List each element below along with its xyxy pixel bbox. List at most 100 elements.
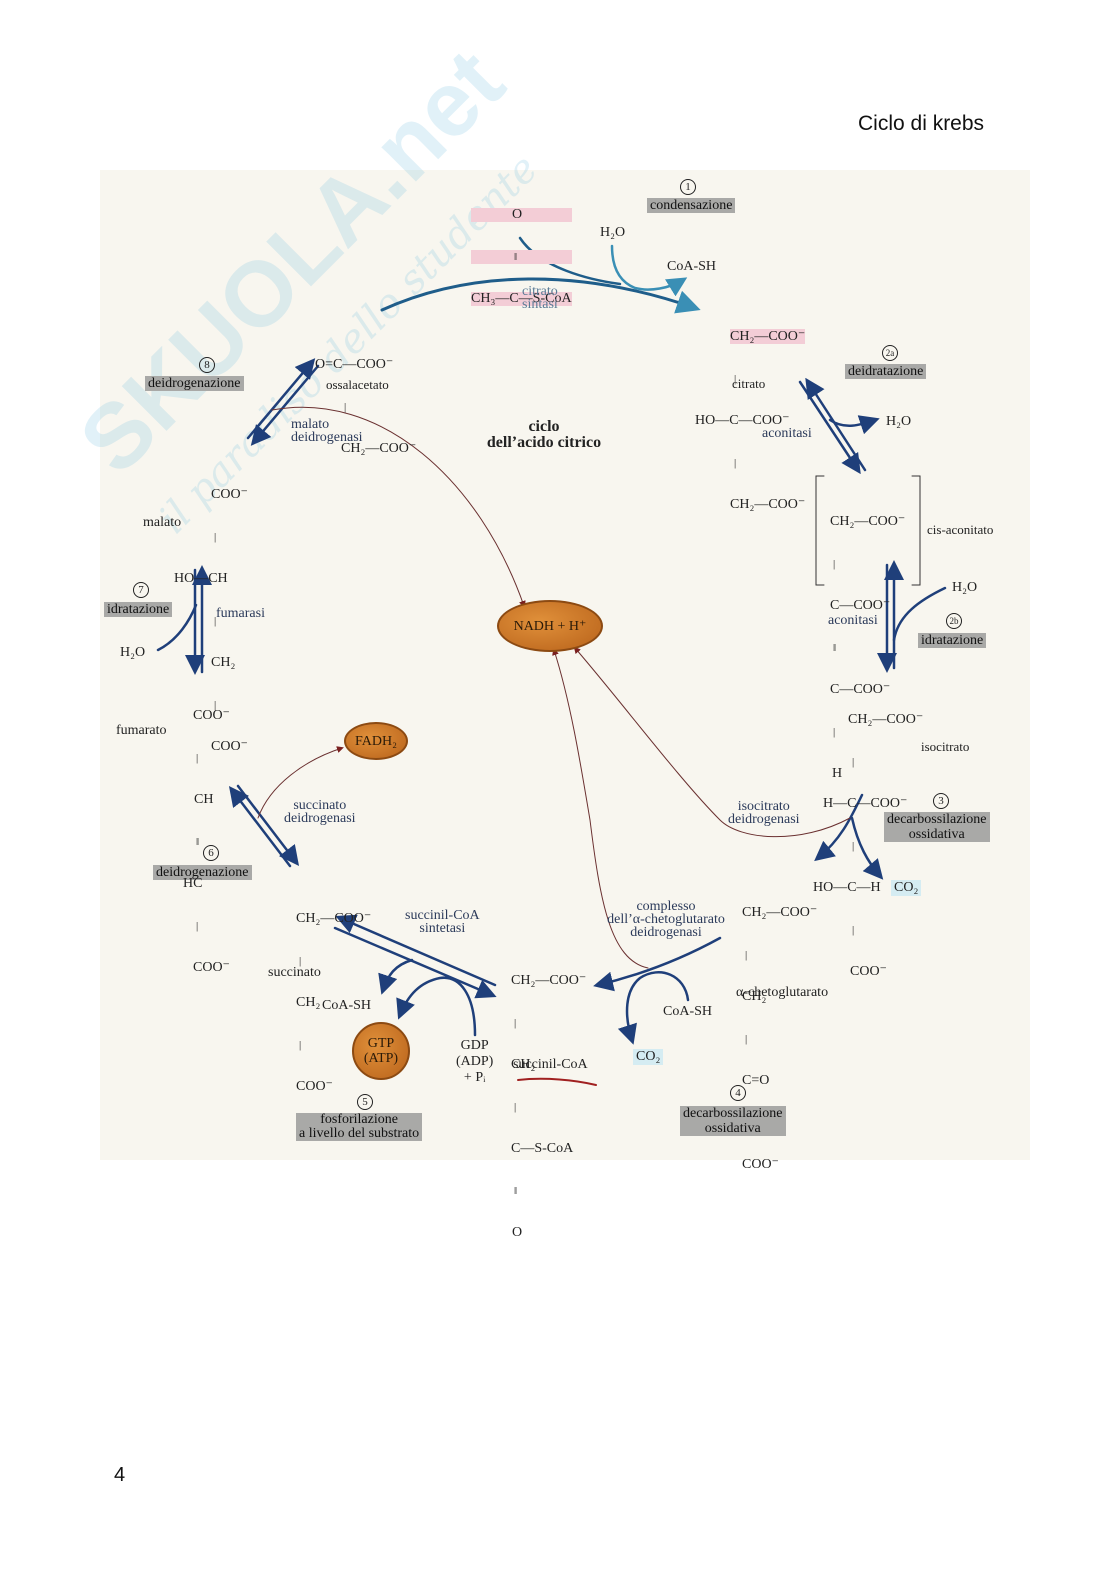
reaction-arrow — [257, 746, 344, 819]
fadh2-badge: FADH₂ — [344, 722, 408, 760]
text-line: citrato — [522, 284, 558, 299]
formula-line: | — [299, 955, 302, 967]
formula-line: | — [514, 1017, 517, 1029]
text-line: fosforilazione — [320, 1112, 398, 1127]
formula-line: HO—C—COO⁻ — [695, 413, 790, 428]
formula-line: | — [852, 924, 855, 936]
step-label-deidrogenazione-8: deidrogenazione — [145, 376, 244, 391]
reaction-arrow — [805, 377, 867, 472]
formula-line: HC — [183, 876, 203, 891]
formula-line: COO⁻ — [296, 1079, 333, 1094]
text-line: GTP(ATP) — [364, 1036, 398, 1066]
name-succinil-coa: succinil-CoA — [513, 1057, 588, 1072]
reaction-arrow — [378, 958, 414, 995]
reaction-arrow — [828, 415, 880, 435]
formula-line: | — [734, 457, 737, 469]
coash-label: CoA-SH — [322, 998, 372, 1013]
text-line: isocitrato — [737, 799, 790, 814]
molecule-succinato: CH₂—COO⁻ | CH₂ | COO⁻ — [296, 884, 371, 1108]
formula-line: H — [832, 766, 843, 781]
formula-line: COO⁻ — [211, 487, 248, 502]
text-line: succinil-CoA — [405, 908, 480, 923]
arrow-acetylcoa-in — [518, 236, 622, 286]
reaction-arrow — [271, 406, 526, 608]
reaction-arrow — [335, 914, 497, 987]
text-line: sintasi — [522, 297, 558, 312]
molecule-ossalacetato: O=C—COO⁻ | CH₂—COO⁻ — [315, 330, 416, 470]
formula-line: | — [514, 1101, 517, 1113]
formula-line: | — [852, 756, 855, 768]
name-alfa-chetoglutarato: α-chetoglutarato — [736, 985, 829, 1000]
text-line: (ADP) — [456, 1054, 494, 1069]
step-label-deidratazione: deidratazione — [845, 364, 927, 379]
reaction-arrow — [617, 971, 690, 1045]
text-line: + Pᵢ — [463, 1070, 486, 1085]
formula-line: CH₂ — [211, 655, 236, 670]
reaction-arrow — [815, 475, 825, 586]
molecule-acetil-coa: O ‖ CH₃—C—S-CoA — [471, 180, 572, 320]
formula-line: CH₂ — [742, 989, 767, 1004]
reaction-arrow — [396, 976, 477, 1037]
formula-line: CH₃—C—S-CoA — [471, 291, 572, 306]
formula-line: C=O — [742, 1073, 770, 1088]
formula-line: COO⁻ — [211, 739, 248, 754]
gtp-atp-badge: GTP(ATP) — [352, 1022, 410, 1080]
gdp-label: GDP(ADP)+ Pᵢ — [456, 1038, 493, 1086]
formula-line: | — [833, 726, 836, 738]
step-label-idratazione: idratazione — [918, 633, 987, 648]
text-line: deidrogenasi — [630, 925, 702, 940]
text-line: GTP — [367, 1036, 395, 1051]
formula-line: CH₂—COO⁻ — [341, 441, 417, 456]
formula-line: ‖ — [196, 836, 200, 848]
step-number-4: 4 — [730, 1085, 746, 1101]
h2o-label: H₂O — [120, 645, 146, 660]
arrow-h2o-in — [610, 244, 688, 297]
formula-line: CH₂ — [296, 995, 321, 1010]
step-number-6: 6 — [203, 845, 219, 861]
reaction-arrow — [236, 784, 300, 866]
step-number-2b: 2b — [946, 613, 962, 629]
coash-label: CoA-SH — [663, 1004, 713, 1019]
text-line: sintetasi — [419, 921, 466, 936]
molecule-malato: COO⁻ | HO—CH | CH₂ | COO⁻ — [174, 460, 248, 768]
enzyme-fumarasi: fumarasi — [216, 606, 265, 621]
reaction-arrow — [552, 648, 649, 969]
reaction-arrow — [573, 646, 851, 838]
text-line: deidrogenasi — [728, 812, 800, 827]
molecule-cis-aconitato: CH₂—COO⁻ | C—COO⁻ ‖ C—COO⁻ | H — [830, 487, 905, 795]
co2-label: CO₂ — [891, 880, 922, 896]
coash-label: CoA-SH — [667, 259, 717, 274]
name-succinato: succinato — [268, 965, 321, 980]
text-line: malato — [291, 417, 330, 432]
h2o-label: H₂O — [886, 414, 912, 429]
molecule-succinil-coa: CH₂—COO⁻ | CH₂ | C—S-CoA ‖ O — [511, 946, 586, 1254]
reaction-arrow — [892, 586, 947, 642]
formula-line: | — [852, 840, 855, 852]
formula-line: | — [214, 531, 217, 543]
formula-line: | — [734, 373, 737, 385]
step-number-3: 3 — [933, 793, 949, 809]
diagram-background — [100, 170, 1030, 1160]
name-isocitrato: isocitrato — [921, 739, 970, 754]
formula-line: | — [344, 401, 347, 413]
formula-line: CH₂—COO⁻ — [511, 973, 587, 988]
formula-line: ‖ — [471, 250, 572, 264]
formula-line: COO⁻ — [742, 1157, 779, 1172]
text-line: decarbossilazione — [683, 1106, 783, 1121]
enzyme-aconitasi: aconitasi — [828, 613, 878, 628]
text-line: a livello del substrato — [299, 1126, 420, 1141]
step-number-7: 7 — [133, 582, 149, 598]
nadh-badge: NADH + H⁺ — [497, 600, 603, 652]
reaction-arrow — [814, 793, 864, 862]
formula-line: CH₂—COO⁻ — [730, 497, 806, 512]
formula-line: | — [214, 699, 217, 711]
reaction-arrow — [911, 475, 921, 586]
formula-line: O — [471, 208, 572, 222]
step-number-2a: 2a — [882, 345, 898, 361]
